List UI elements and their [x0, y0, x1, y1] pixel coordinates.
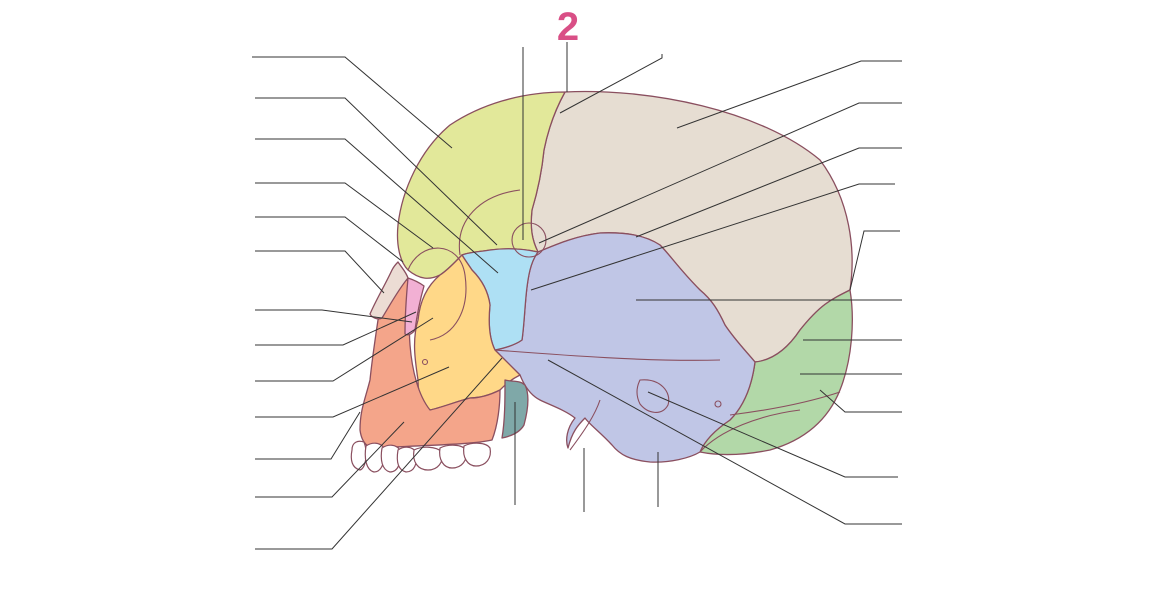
leader-line: [676, 60, 902, 129]
leader-line: [255, 138, 499, 274]
leader-line: [849, 230, 900, 291]
mastoid-line: [699, 409, 801, 453]
leader-line: [255, 411, 361, 460]
tooth: [439, 444, 467, 469]
leader-lines: [252, 42, 902, 550]
leader-line: [255, 366, 450, 418]
leader-line: [255, 311, 417, 346]
occipital-line: [729, 391, 841, 416]
detail-lines: [407, 189, 841, 453]
leader-line: [819, 389, 902, 413]
leader-line: [255, 250, 385, 294]
ear-canal: [636, 379, 670, 413]
lacrimal-bone: [404, 277, 425, 336]
leader-line: [255, 421, 405, 498]
temporal-line: [458, 189, 521, 256]
tooth: [396, 446, 418, 473]
nasal-bone: [369, 261, 409, 320]
tooth: [350, 440, 367, 471]
teeth-row: [350, 440, 491, 473]
infraorbital-foramen: [421, 358, 429, 366]
leader-line: [255, 317, 434, 382]
leader-line: [635, 147, 902, 238]
leader-line: [547, 359, 902, 525]
tooth: [463, 442, 491, 467]
leader-line: [559, 54, 663, 114]
leader-line: [255, 182, 434, 249]
leader-line: [538, 102, 902, 244]
leader-line: [530, 183, 895, 291]
zygomatic-arch-line: [494, 349, 721, 361]
figure-marker: 2: [557, 5, 579, 49]
styloid-process: [569, 399, 601, 451]
leader-line: [252, 56, 453, 149]
leader-line: [255, 97, 498, 246]
orbit-rim: [407, 247, 467, 341]
maxilla: [359, 279, 501, 450]
leader-line: [647, 391, 898, 478]
leader-line: [255, 216, 404, 263]
tooth: [413, 446, 443, 471]
leader-line: [255, 357, 503, 550]
leader-line: [255, 309, 413, 323]
mental-foramen: [714, 400, 722, 408]
